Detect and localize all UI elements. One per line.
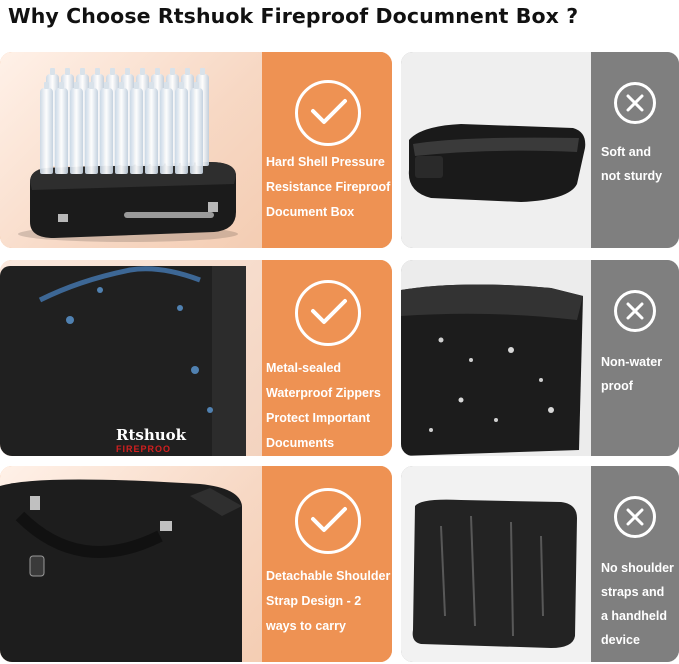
bad-feature-text: Non-water proof [601, 350, 679, 398]
feature-line: Resistance Fireproof [266, 180, 391, 194]
feature-line: Documents [266, 436, 335, 450]
bad-feature-card-soft: Soft and not sturdy [401, 52, 679, 248]
feature-line: a handheld [601, 609, 667, 623]
bad-feature-text: No shoulder straps and a handheld device [601, 556, 679, 652]
check-icon [295, 488, 361, 554]
feature-line: Detachable Shoulder [266, 569, 391, 583]
feature-line: device [601, 633, 640, 647]
good-feature-text: Detachable Shoulder Strap Design - 2 way… [266, 564, 392, 639]
bad-feature-card-not-waterproof: Non-water proof [401, 260, 679, 456]
photo-box-with-strap [0, 466, 262, 662]
photo-box-with-bottles [0, 52, 262, 248]
waterproof-case-illustration [0, 266, 246, 456]
bad-feature-text: Soft and not sturdy [601, 140, 679, 188]
good-feature-panel: Detachable Shoulder Strap Design - 2 way… [262, 466, 392, 662]
feature-line: No shoulder [601, 561, 674, 575]
check-icon [295, 280, 361, 346]
water-bottle [100, 82, 113, 174]
worn-folder-illustration [412, 499, 577, 648]
feature-line: Metal-sealed [266, 361, 342, 375]
feature-line: Soft and [601, 145, 651, 159]
good-feature-panel: Metal-sealed Waterproof Zippers Protect … [262, 260, 392, 456]
water-bottle [115, 82, 128, 174]
feature-line: proof [601, 379, 633, 393]
soft-bag-illustration [408, 124, 586, 202]
photo-wet-bag [401, 260, 591, 456]
bad-feature-card-no-strap: No shoulder straps and a handheld device [401, 466, 679, 662]
check-icon [295, 80, 361, 146]
wet-bag-illustration [401, 284, 583, 456]
brand-logo-text: Rtshuok [116, 426, 187, 444]
feature-line: straps and [601, 585, 665, 599]
photo-soft-bag [401, 52, 591, 248]
water-bottle [190, 82, 203, 174]
water-bottle [70, 82, 83, 174]
good-feature-card-waterproof: Rtshuok FIREPROO Metal-sealed Waterproof… [0, 260, 392, 456]
feature-line: Non-water [601, 355, 663, 369]
feature-line: Hard Shell Pressure [266, 155, 385, 169]
feature-line: Document Box [266, 205, 355, 219]
photo-box-water-splash: Rtshuok FIREPROO [0, 260, 262, 456]
good-feature-text: Metal-sealed Waterproof Zippers Protect … [266, 356, 392, 456]
good-feature-card-strap: Detachable Shoulder Strap Design - 2 way… [0, 466, 392, 662]
feature-line: Protect Important [266, 411, 371, 425]
x-icon [614, 290, 656, 332]
x-icon [614, 496, 656, 538]
feature-line: Waterproof Zippers [266, 386, 381, 400]
photo-worn-folder [401, 466, 591, 662]
feature-line: ways to carry [266, 619, 346, 633]
brand-sub-text: FIREPROO [116, 444, 172, 454]
good-feature-text: Hard Shell Pressure Resistance Fireproof… [266, 150, 392, 225]
bad-feature-panel: No shoulder straps and a handheld device [591, 466, 679, 662]
good-feature-card-pressure: Hard Shell Pressure Resistance Fireproof… [0, 52, 392, 248]
water-bottle [85, 82, 98, 174]
water-bottle [145, 82, 158, 174]
water-bottle [175, 82, 188, 174]
strap-case-illustration [0, 479, 242, 662]
good-feature-panel: Hard Shell Pressure Resistance Fireproof… [262, 52, 392, 248]
water-bottle [40, 82, 53, 174]
feature-line: not sturdy [601, 169, 663, 183]
x-icon [614, 82, 656, 124]
water-bottle [160, 82, 173, 174]
water-bottle [130, 82, 143, 174]
feature-line: Strap Design - 2 [266, 594, 362, 608]
bad-feature-panel: Soft and not sturdy [591, 52, 679, 248]
water-bottle [55, 82, 68, 174]
bad-feature-panel: Non-water proof [591, 260, 679, 456]
page-title: Why Choose Rtshuok Fireproof Documnent B… [8, 4, 579, 28]
